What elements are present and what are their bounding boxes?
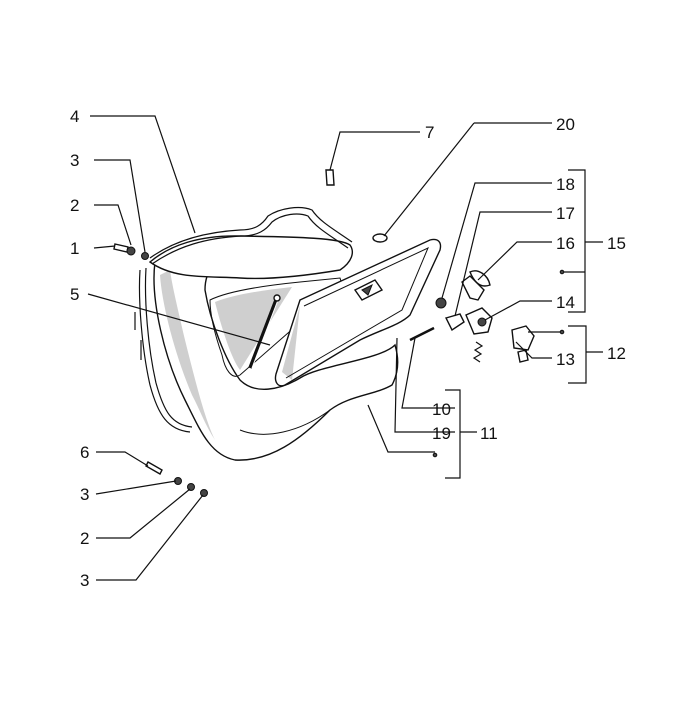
label-15: 15 bbox=[607, 234, 626, 253]
label-4: 4 bbox=[70, 107, 79, 126]
label-20: 20 bbox=[556, 115, 575, 134]
label-13: 13 bbox=[556, 350, 575, 369]
label-12: 12 bbox=[607, 344, 626, 363]
label-10: 10 bbox=[432, 400, 451, 419]
label-16: 16 bbox=[556, 234, 575, 253]
label-2-bottom: 2 bbox=[80, 529, 89, 548]
label-17: 17 bbox=[556, 204, 575, 223]
label-3-mid: 3 bbox=[80, 485, 89, 504]
label-7: 7 bbox=[425, 123, 434, 142]
label-11: 11 bbox=[480, 424, 498, 443]
label-18: 18 bbox=[556, 175, 575, 194]
glovebox-lid bbox=[274, 238, 442, 387]
label-5: 5 bbox=[70, 285, 79, 304]
label-6: 6 bbox=[80, 443, 89, 462]
part-labels: 4 3 2 1 5 6 3 2 3 7 20 18 17 16 15 14 12… bbox=[70, 107, 626, 590]
gasket-seal bbox=[134, 206, 353, 433]
label-1: 1 bbox=[70, 239, 79, 258]
label-2-top: 2 bbox=[70, 196, 79, 215]
label-19: 19 bbox=[432, 424, 451, 443]
label-14: 14 bbox=[556, 293, 575, 312]
stay-rod bbox=[248, 294, 281, 369]
label-3-top: 3 bbox=[70, 151, 79, 170]
leader-lines bbox=[87, 115, 603, 581]
label-3-bottom: 3 bbox=[80, 571, 89, 590]
